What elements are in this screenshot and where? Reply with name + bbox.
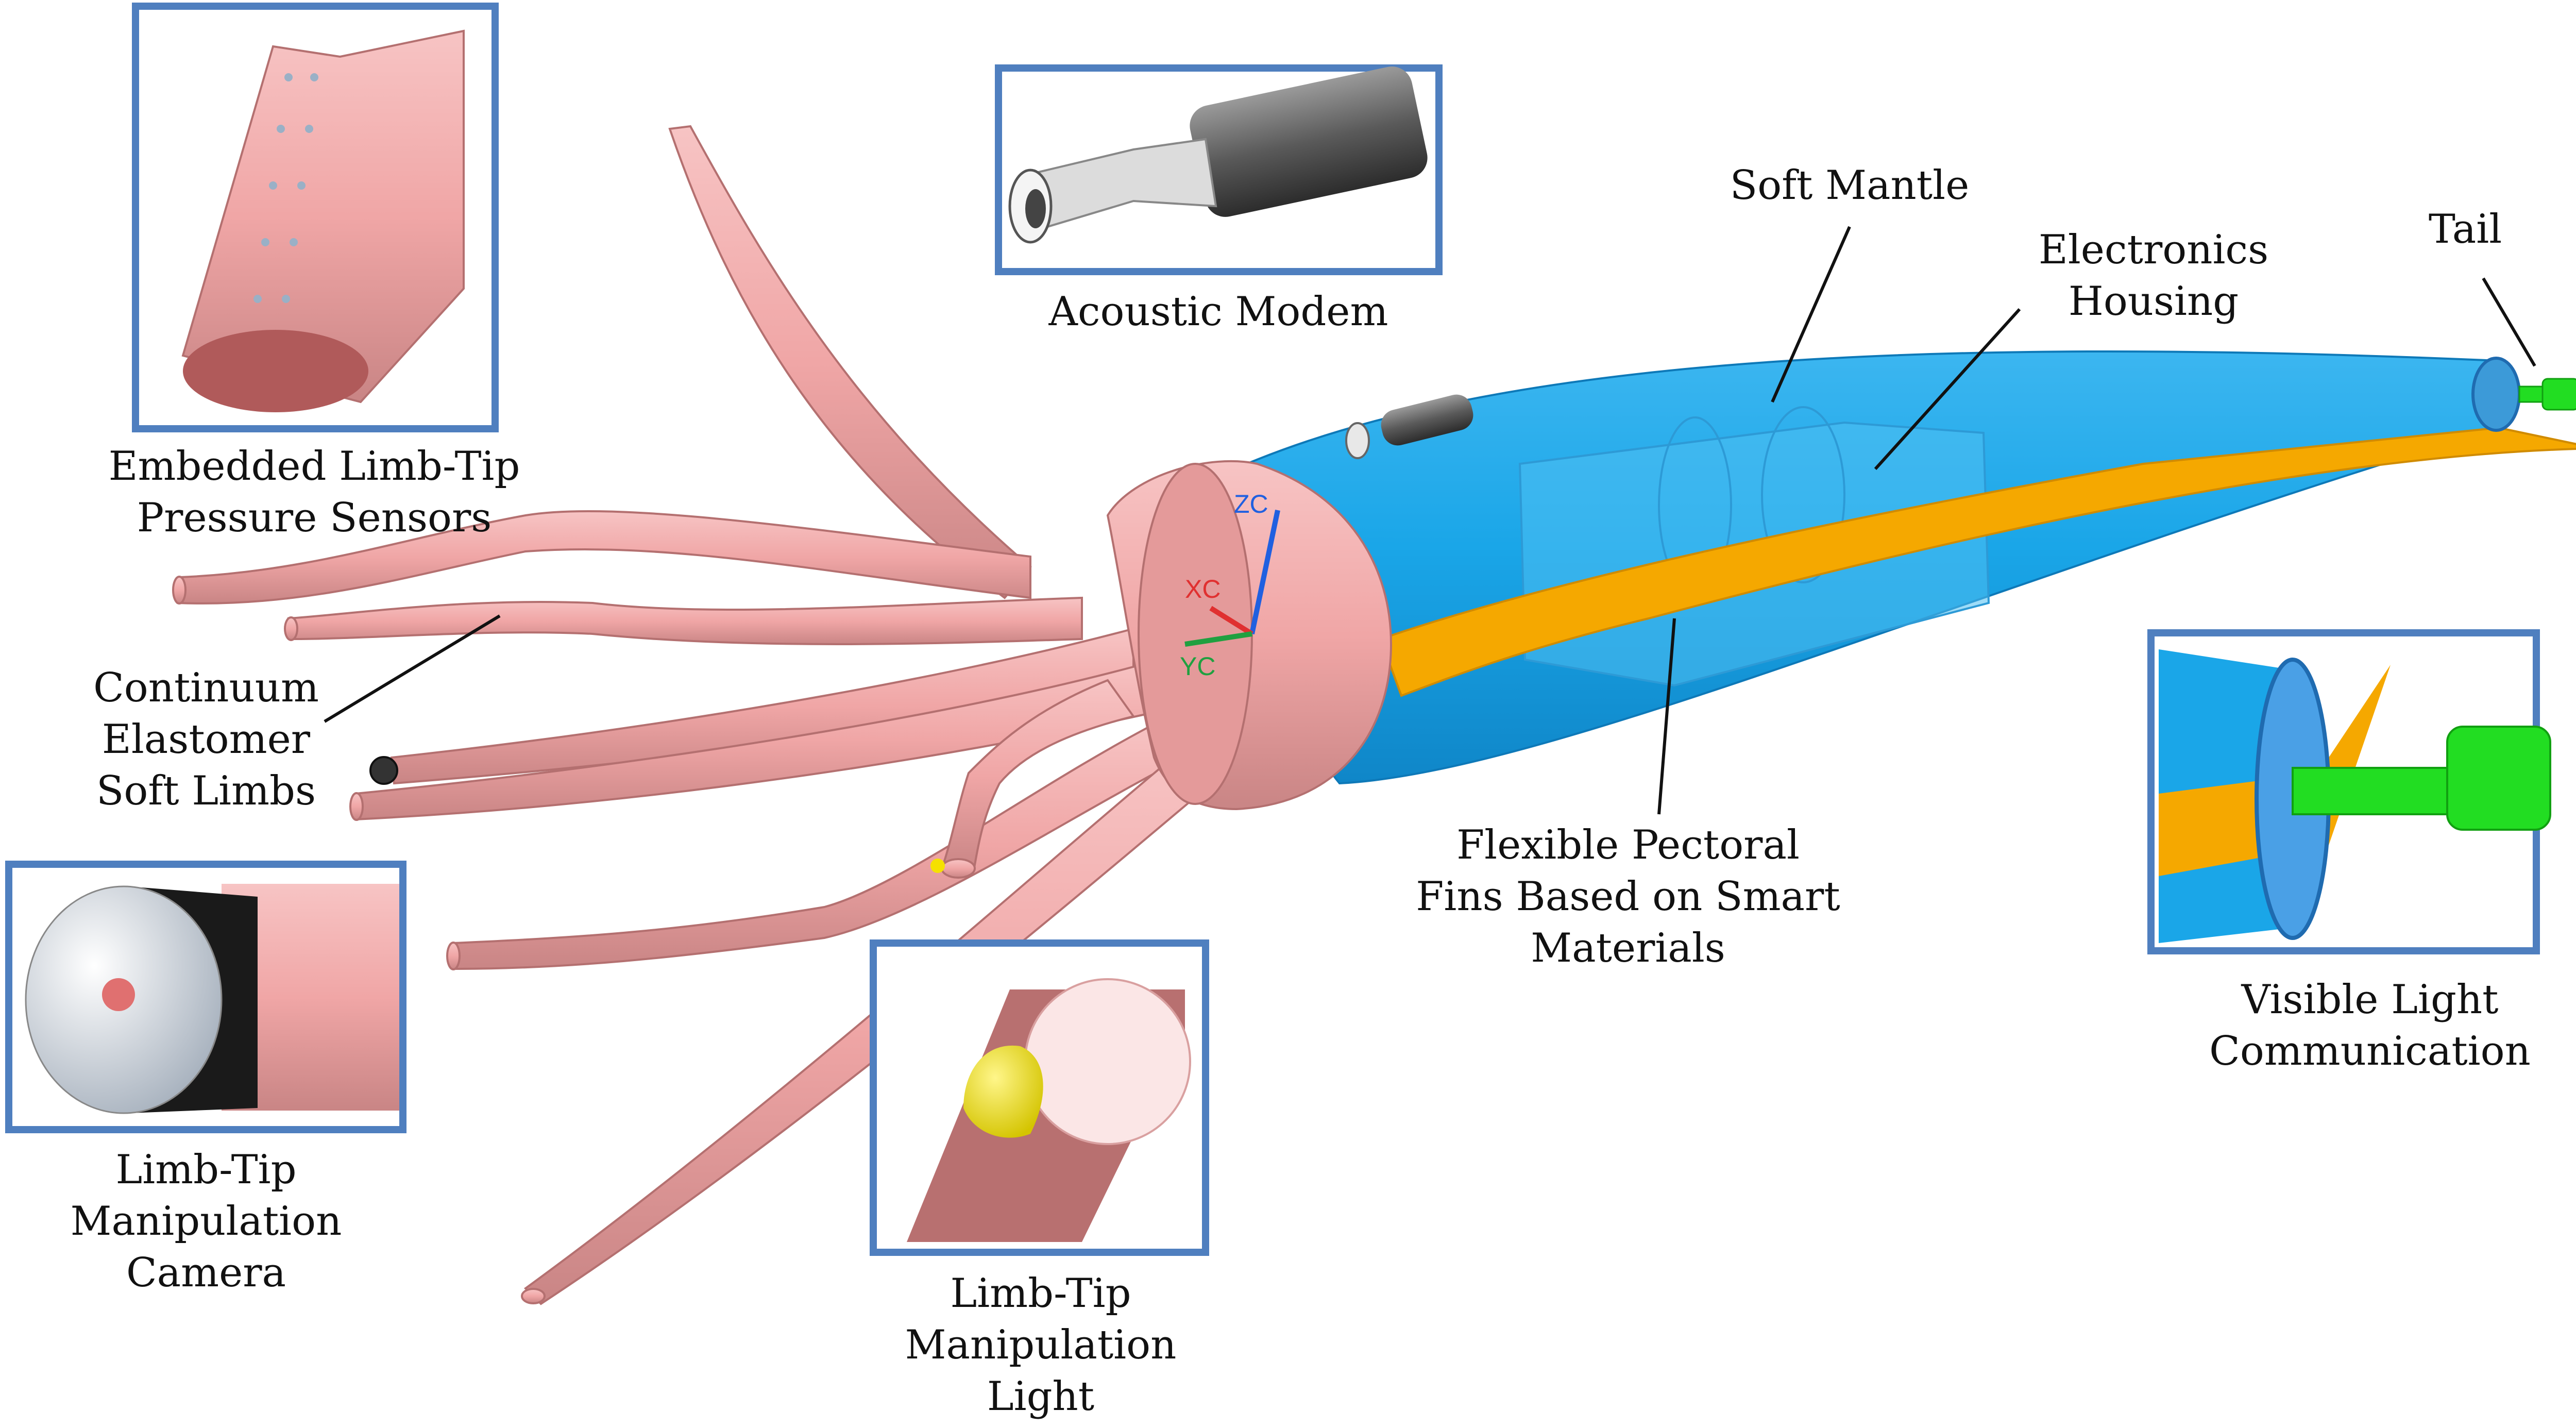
pectoral-fin-shape <box>1379 426 2576 697</box>
label-pressure-sensors-line-1: Embedded Limb-Tip <box>108 443 520 490</box>
label-camera: Limb-Tip Manipulation Camera <box>21 1144 392 1299</box>
label-pressure-sensors-line-2: Pressure Sensors <box>137 495 492 541</box>
acoustic-modem-mounted <box>1345 394 1473 459</box>
label-light: Limb-Tip Manipulation Light <box>855 1268 1226 1422</box>
label-electronics-housing-line-2: Housing <box>2068 278 2239 325</box>
label-tail-line-1: Tail <box>2428 206 2502 253</box>
inset-light <box>870 939 1209 1256</box>
label-soft-mantle-line-1: Soft Mantle <box>1730 162 1970 209</box>
leader-lines <box>324 226 2536 815</box>
label-pectoral-fins: Flexible Pectoral Fins Based on Smart Ma… <box>1381 819 1875 974</box>
label-acoustic-modem-line-1: Acoustic Modem <box>1048 289 1388 335</box>
label-electronics-housing-line-1: Electronics <box>2038 227 2269 273</box>
label-pectoral-fins-line-1: Flexible Pectoral <box>1456 822 1800 868</box>
label-soft-limbs: Continuum Elastomer Soft Limbs <box>46 662 366 817</box>
label-visible-light-line-1: Visible Light <box>2241 977 2499 1023</box>
axis-label-z: ZC <box>1234 490 1268 518</box>
axis-label-x: XC <box>1185 575 1221 603</box>
label-electronics-housing: Electronics Housing <box>1958 224 2349 327</box>
tail-shape <box>2471 357 2576 432</box>
label-light-line-3: Light <box>987 1373 1095 1420</box>
label-camera-line-2: Manipulation <box>70 1198 342 1245</box>
label-pectoral-fins-line-2: Fins Based on Smart <box>1416 874 1840 920</box>
label-acoustic-modem: Acoustic Modem <box>1010 286 1427 338</box>
soft-limbs <box>172 125 1207 1305</box>
label-light-line-1: Limb-Tip <box>950 1270 1131 1317</box>
inset-acoustic-modem <box>995 64 1443 275</box>
axis-label-y: YC <box>1180 652 1215 681</box>
label-pectoral-fins-line-3: Materials <box>1531 925 1725 971</box>
inset-visible-light <box>2147 629 2551 954</box>
label-visible-light: Visible Light Communication <box>2148 974 2576 1077</box>
label-camera-line-3: Camera <box>126 1250 286 1296</box>
inset-pressure-sensors <box>132 3 499 432</box>
label-visible-light-line-2: Communication <box>2209 1028 2531 1075</box>
limb-camera-tip <box>369 756 398 785</box>
label-soft-limbs-line-1: Continuum <box>93 665 319 711</box>
label-soft-limbs-line-3: Soft Limbs <box>96 768 316 814</box>
limb-light-tip <box>930 859 945 873</box>
label-soft-mantle: Soft Mantle <box>1659 160 2040 211</box>
label-tail: Tail <box>2370 204 2561 255</box>
inset-camera <box>5 861 406 1133</box>
label-light-line-2: Manipulation <box>905 1322 1177 1368</box>
label-pressure-sensors: Embedded Limb-Tip Pressure Sensors <box>88 441 541 544</box>
coordinate-axes: ZC XC YC <box>1180 490 1280 681</box>
label-camera-line-1: Limb-Tip <box>115 1147 297 1193</box>
label-soft-limbs-line-2: Elastomer <box>101 716 311 763</box>
